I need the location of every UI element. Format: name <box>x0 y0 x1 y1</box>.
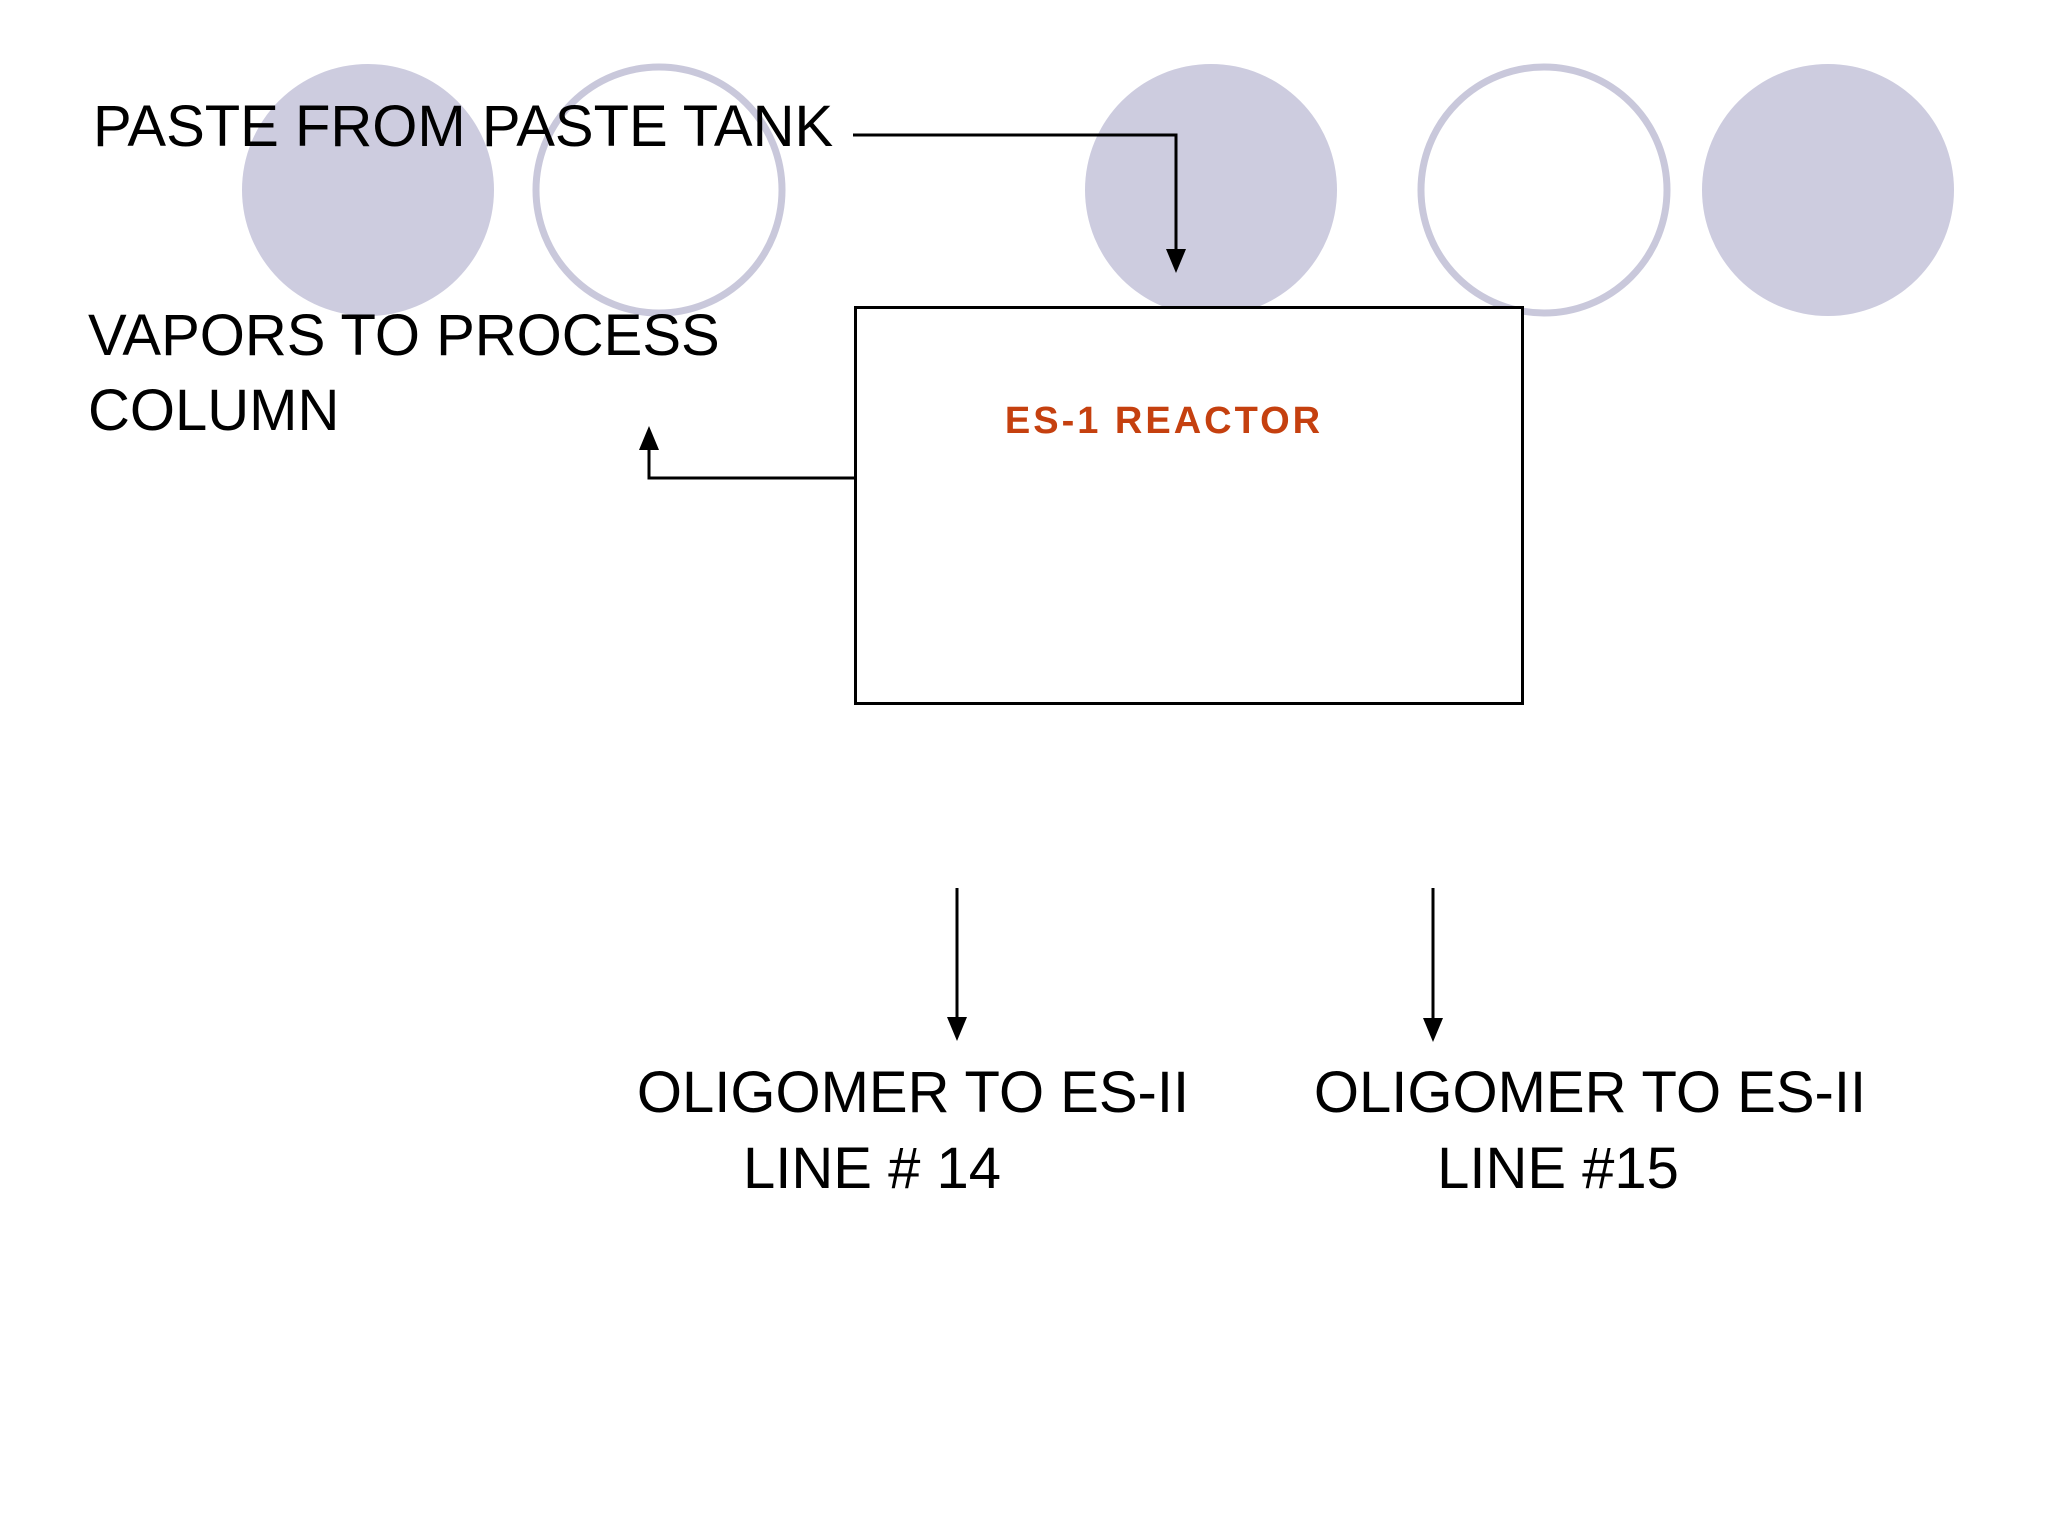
label-oligomer-line14-row2: LINE # 14 <box>743 1136 1001 1201</box>
arrowhead-oligomer-line15 <box>1423 1018 1443 1042</box>
label-vapors-to-process-column: VAPORS TO PROCESS COLUMN <box>88 298 720 448</box>
decorative-circle-filled-2 <box>1085 64 1337 316</box>
arrowhead-reactor-to-vapors <box>639 426 659 450</box>
label-vapors-line1: VAPORS TO PROCESS <box>88 303 720 368</box>
decorative-circle-outline-2 <box>1417 63 1671 317</box>
label-es1-reactor: ES-1 REACTOR <box>1004 400 1324 442</box>
arrowhead-paste-to-reactor <box>1166 249 1186 273</box>
label-paste-from-paste-tank: PASTE FROM PASTE TANK <box>93 94 834 159</box>
label-oligomer-line15-row2: LINE #15 <box>1437 1136 1679 1201</box>
label-oligomer-line14-row1: OLIGOMER TO ES-II <box>636 1060 1190 1125</box>
decorative-circle-outline-1 <box>532 63 786 317</box>
flow-line-reactor-to-vapors <box>647 449 854 480</box>
decorative-circle-filled-1 <box>242 64 494 316</box>
arrowhead-oligomer-line14 <box>947 1017 967 1041</box>
decorative-circle-filled-3 <box>1702 64 1954 316</box>
label-vapors-line2: COLUMN <box>88 378 340 443</box>
flow-line-paste-to-reactor <box>853 133 1178 250</box>
label-oligomer-line15-row1: OLIGOMER TO ES-II <box>1313 1060 1867 1125</box>
reactor-box <box>854 306 1524 705</box>
